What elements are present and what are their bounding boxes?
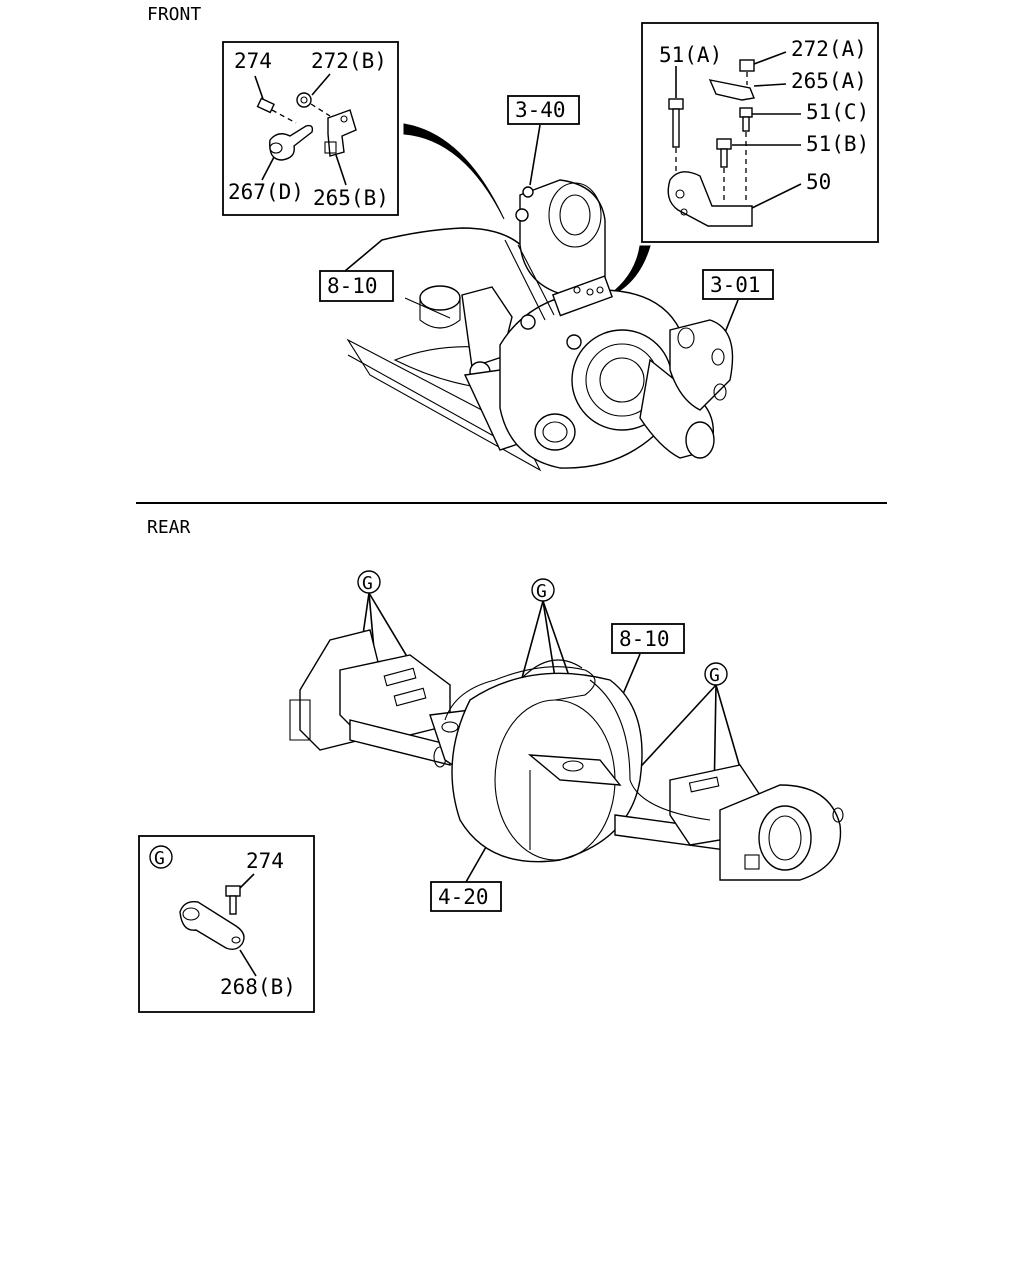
ref-box-3-01[interactable]: 3-01 [702, 269, 774, 300]
label-51b: 51(B) [806, 132, 869, 156]
ref-3-40-label: 3-40 [515, 98, 566, 122]
ref-8-10-rear-label: 8-10 [619, 627, 670, 651]
label-50: 50 [806, 170, 831, 194]
ref-box-8-10-front[interactable]: 8-10 [319, 270, 394, 302]
label-272a: 272(A) [791, 37, 867, 61]
label-272b: 272(B) [311, 49, 387, 73]
clip-267d-icon [261, 124, 314, 181]
label-274-rear: 274 [246, 849, 284, 873]
rear-inset-g: G 274 268(B) [138, 835, 315, 1013]
rear-section-label: REAR [147, 517, 191, 538]
bracket-265a-icon [708, 79, 787, 101]
front-axle-assembly [346, 179, 734, 472]
ref-box-4-20[interactable]: 4-20 [430, 881, 502, 912]
label-274: 274 [234, 49, 272, 73]
nut-272a-icon [739, 51, 787, 85]
front-right-inset: 51(A) 272(A) 265(A) 51(C) 51(B) 50 [641, 22, 879, 243]
label-51a: 51(A) [659, 43, 722, 67]
bolt-51c-icon [739, 107, 801, 200]
ref-box-3-40[interactable]: 3-40 [507, 95, 580, 125]
clip-callout-g-2: G [521, 578, 577, 697]
ref-8-10-front-label: 8-10 [327, 274, 378, 298]
label-51c: 51(C) [806, 100, 869, 124]
label-265a: 265(A) [791, 69, 867, 93]
rear-axle-assembly [289, 629, 844, 881]
svg-text:G: G [709, 665, 720, 686]
nut-272b-icon [296, 73, 331, 117]
clip-268b-icon [179, 901, 257, 977]
bolt-274-icon [254, 75, 297, 124]
front-left-inset: 274 272(B) 267(D) 265(B) [222, 41, 399, 216]
svg-text:G: G [362, 573, 373, 594]
bracket-50-icon [667, 171, 802, 227]
label-268b: 268(B) [220, 975, 296, 999]
front-left-pointer-arrow [403, 123, 505, 220]
inset-g-marker: G [154, 848, 165, 869]
front-section-label: FRONT [147, 4, 201, 25]
ref-3-01-label: 3-01 [710, 273, 761, 297]
ref-box-8-10-rear[interactable]: 8-10 [611, 623, 685, 654]
ref-4-20-label: 4-20 [438, 885, 489, 909]
label-265b: 265(B) [313, 186, 389, 210]
bracket-265b-icon [324, 109, 357, 186]
label-267d: 267(D) [228, 180, 304, 204]
bolt-51a-icon [668, 66, 684, 175]
bolt-51b-icon [716, 138, 801, 200]
bolt-274-rear-icon [225, 873, 255, 915]
svg-text:G: G [536, 581, 547, 602]
